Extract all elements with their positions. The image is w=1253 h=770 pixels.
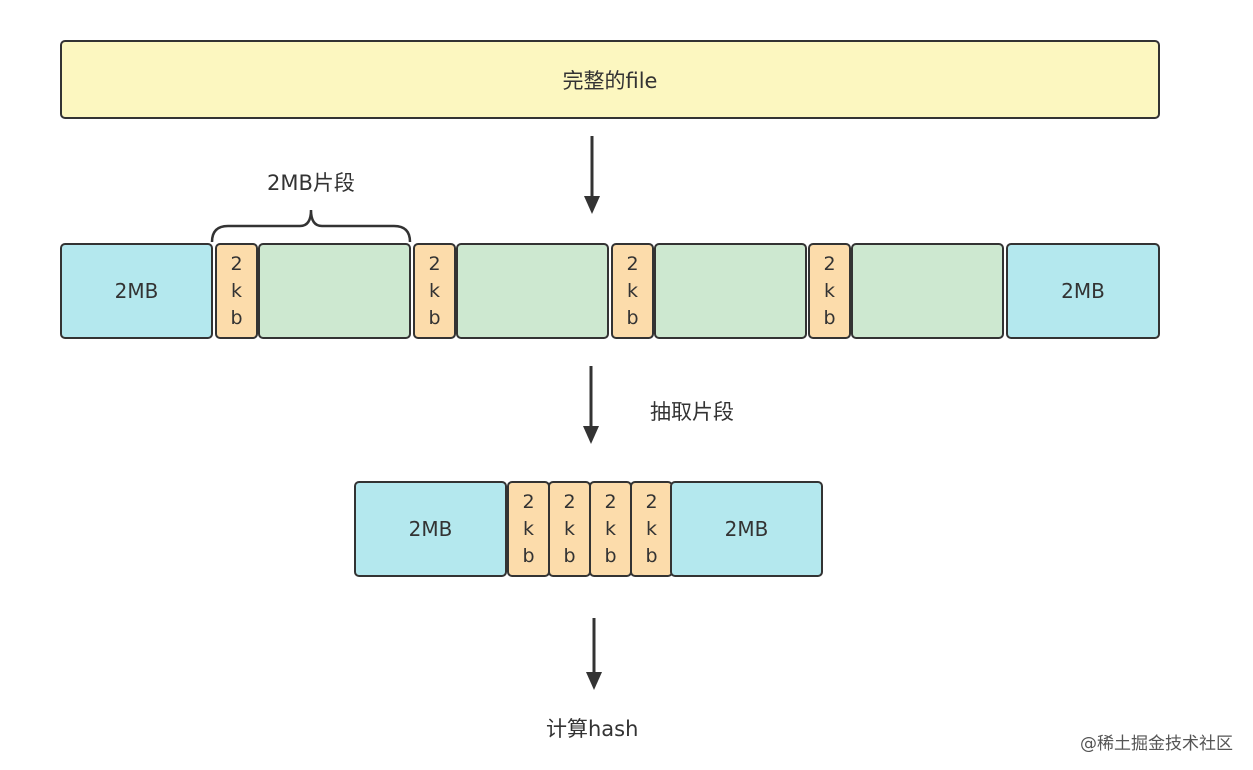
kb-char: k [645,517,657,540]
sample-2kb-4: 2 k b [808,243,851,339]
kb-char: k [626,279,638,302]
kb-char: b [563,544,576,567]
kb-char: b [645,544,658,567]
kb-char: k [230,279,242,302]
kb-char: 2 [563,490,576,513]
sample-2kb-1: 2 k b [215,243,258,339]
kb-char: b [230,306,243,329]
sample-2kb-3: 2 k b [611,243,654,339]
kb-char: 2 [626,252,639,275]
complete-file-box: 完整的file [60,40,1160,119]
kb-char: 2 [645,490,658,513]
extracted-first-2mb: 2MB [354,481,507,577]
kb-char: 2 [230,252,243,275]
kb-char: b [522,544,535,567]
extracted-first-2mb-label: 2MB [408,517,453,541]
kb-char: 2 [428,252,441,275]
extracted-2kb-2: 2 k b [548,481,591,577]
kb-char: b [626,306,639,329]
kb-char: k [428,279,440,302]
kb-char: b [604,544,617,567]
kb-char: k [522,517,534,540]
kb-char: b [823,306,836,329]
kb-char: k [604,517,616,540]
first-2mb-block: 2MB [60,243,213,339]
down-arrow-2 [583,366,599,444]
last-2mb-label: 2MB [1061,279,1105,303]
down-arrow-3 [586,618,602,690]
down-arrow-1 [584,136,600,214]
extracted-last-2mb: 2MB [670,481,823,577]
middle-segment-3 [654,243,807,339]
middle-segment-1 [258,243,411,339]
complete-file-label: 完整的file [562,68,658,93]
watermark: @稀土掘金技术社区 [1080,734,1233,754]
segment-brace-label: 2MB片段 [267,171,355,195]
last-2mb-block: 2MB [1006,243,1160,339]
extracted-2kb-3: 2 k b [589,481,632,577]
kb-char: k [563,517,575,540]
extracted-last-2mb-label: 2MB [724,517,769,541]
middle-segment-4 [851,243,1004,339]
sample-2kb-2: 2 k b [413,243,456,339]
kb-char: b [428,306,441,329]
kb-char: 2 [522,490,535,513]
kb-char: 2 [823,252,836,275]
kb-char: k [823,279,835,302]
extract-label: 抽取片段 [650,400,734,424]
hash-label: 计算hash [546,717,639,741]
curly-brace [210,209,412,243]
first-2mb-label: 2MB [114,279,159,303]
middle-segment-2 [456,243,609,339]
kb-char: 2 [604,490,617,513]
extracted-2kb-4: 2 k b [630,481,673,577]
extracted-2kb-1: 2 k b [507,481,550,577]
